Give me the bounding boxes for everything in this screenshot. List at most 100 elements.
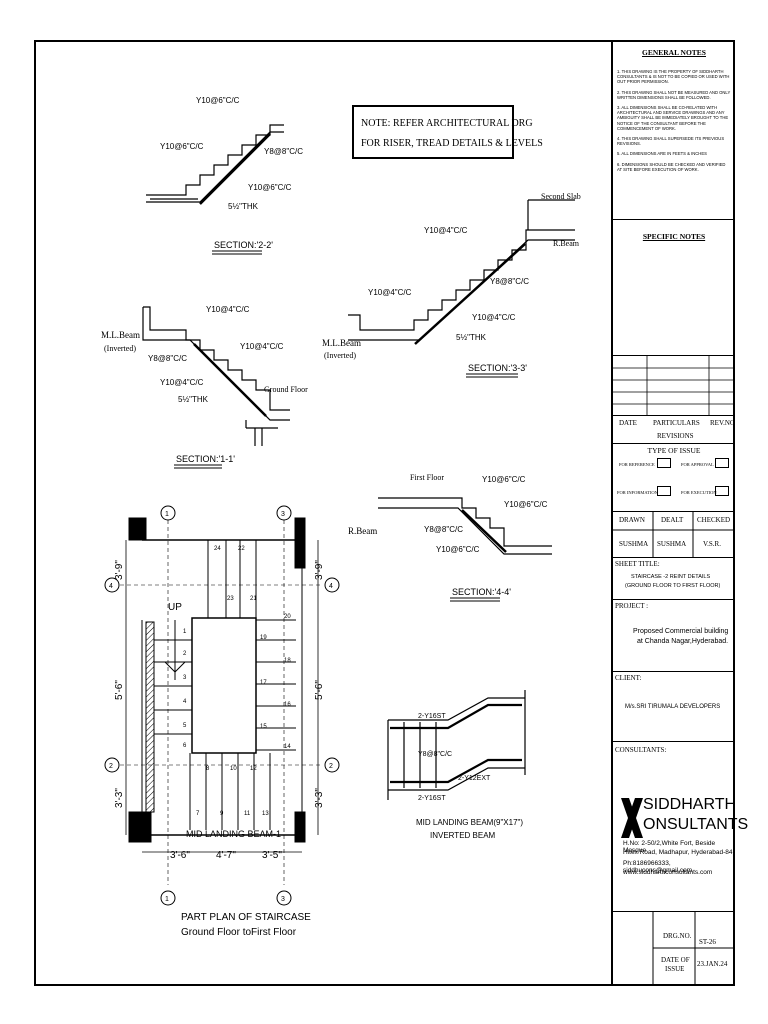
step-numbers: 1 2 3 4 5 6 20 19 18 17 16 15 14 24 23 2…	[183, 546, 291, 817]
drg-date: 23.JAN.24	[697, 960, 728, 968]
general-notes-title: GENERAL NOTES	[642, 48, 706, 57]
issue-reference-checkbox[interactable]	[657, 458, 671, 468]
sec11-ml2: (Inverted)	[104, 344, 136, 353]
beam-title-2: INVERTED BEAM	[430, 831, 496, 840]
section-1-1	[142, 306, 290, 446]
grid-right-2: 2	[329, 763, 333, 770]
consultants-phone: Ph:8186966333, siddhucons@gmail.com	[623, 860, 693, 874]
beam-label-b: Y8@8"C/C	[418, 751, 452, 758]
sec11-thk: 5½"THK	[178, 395, 209, 404]
revision-grid-lines	[613, 356, 735, 416]
grid-bottom-1: 1	[165, 896, 169, 903]
staircase-plan	[104, 505, 340, 906]
plan-dim-mid-left: 5'-6"	[114, 680, 125, 700]
note-line-1: NOTE: REFER ARCHITECTURAL DRG	[361, 118, 533, 129]
step-right-18: 18	[284, 658, 291, 664]
sec44-rbeam: R.Beam	[348, 526, 377, 536]
sec33-label-b: Y10@4"C/C	[368, 288, 412, 297]
general-notes-list: 1. THIS DRAWING IS THE PROPERTY OF SIDDH…	[613, 69, 735, 172]
client-section: CLIENT: M/s.SRI TIRUMALA DEVELOPERS	[613, 672, 735, 742]
step-top-22: 22	[238, 546, 245, 552]
beam-label-c: 2-Y12EXT	[458, 775, 491, 782]
general-note-4: 4. THIS DRAWING SHALL SUPERSEDE ITS PREV…	[617, 136, 725, 147]
sec33-rbeam: R.Beam	[553, 239, 580, 248]
specific-notes-section: SPECIFIC NOTES	[613, 220, 735, 356]
sec44-label-b: Y10@6"C/C	[504, 500, 548, 509]
drg-grid	[652, 912, 735, 984]
step-left-2: 2	[183, 651, 187, 657]
consultants-addr-2: Hitex Road, Madhapur, Hyderabad-84	[623, 849, 733, 856]
project-line2: at Chanda Nagar,Hyderabad.	[637, 638, 729, 645]
consultants-section: CONSULTANTS: SIDDHARTH ONSULTANTS H.No: …	[613, 742, 748, 912]
step-left-5: 5	[183, 723, 187, 729]
plan-title-1: PART PLAN OF STAIRCASE	[181, 912, 311, 923]
issue-approval-checkbox[interactable]	[715, 458, 729, 468]
consultants-name-2: ONSULTANTS	[643, 816, 749, 833]
sheet-title-line1: STAIRCASE -2 REINT DETAILS	[631, 574, 711, 580]
sec22-label-b: Y10@6"C/C	[160, 142, 204, 151]
rev-date: DATE	[619, 419, 637, 427]
rev-particulars: PARTICULARS	[653, 419, 700, 427]
drg-section: DRG.NO. ST-26 DATE OF ISSUE 23.JAN.24	[613, 912, 735, 984]
step-bottom-9: 9	[220, 811, 224, 817]
plan-landing: MID LANDING BEAM-1	[186, 829, 281, 839]
drawn-label: DRAWN	[619, 516, 645, 524]
general-notes-section: GENERAL NOTES 1. THIS DRAWING IS THE PRO…	[613, 40, 735, 220]
plan-dim-w2: 4'-7"	[216, 850, 236, 861]
project-section: PROJECT : Proposed Commercial building a…	[613, 600, 735, 672]
beam-detail	[387, 690, 526, 800]
step-bottom-12: 12	[250, 766, 257, 772]
drg-date-label-1: DATE OF	[661, 956, 690, 964]
consultants-label: CONSULTANTS:	[615, 746, 667, 754]
sec11-label-a: Y10@4"C/C	[206, 305, 250, 314]
sec44-label-d: Y10@6"C/C	[436, 545, 480, 554]
step-right-19: 19	[260, 635, 267, 641]
sec22-thk: 5½"THK	[228, 202, 259, 211]
plan-title-2: Ground Floor toFirst Floor	[181, 927, 297, 938]
project-line1: Proposed Commercial building	[633, 628, 729, 635]
sec11-title: SECTION:'1-1'	[176, 454, 235, 464]
beam-title-1: MID LANDING BEAM(9"X17")	[416, 818, 523, 827]
plan-dim-mid-right: 5'-6"	[314, 680, 325, 700]
step-bottom-11: 11	[244, 811, 251, 817]
sec44-label-a: Y10@6"C/C	[482, 475, 526, 484]
section-3-3	[348, 199, 575, 345]
issue-information-checkbox[interactable]	[657, 486, 671, 496]
rev-no: REV.NO	[710, 419, 735, 427]
step-top-23: 23	[227, 596, 234, 602]
plan-dim-bot-left: 3'-3"	[114, 788, 125, 808]
general-note-6: 6. DIMENSIONS SHOULD BE CHECKED AND VERI…	[617, 161, 726, 172]
sec11-label-d: Y10@4"C/C	[160, 378, 204, 387]
signoff-grid	[613, 512, 735, 558]
issue-reference: FOR REFERENCE	[619, 462, 655, 467]
issue-execution-checkbox[interactable]	[715, 486, 729, 496]
checked-label: CHECKED	[697, 516, 731, 524]
drg-no-label: DRG.NO.	[663, 932, 692, 940]
step-right-20: 20	[284, 614, 291, 620]
consultants-web: www.siddharthconsultants.com	[623, 869, 713, 876]
checked-by: V.S.R.	[703, 540, 721, 548]
revision-grid	[613, 356, 735, 416]
step-bottom-10: 10	[230, 766, 237, 772]
revisions-header: DATE PARTICULARS REV.NO REVISIONS	[613, 416, 735, 444]
step-right-17: 17	[260, 680, 267, 686]
drawing-frame	[34, 40, 735, 986]
type-of-issue-title: TYPE OF ISSUE	[647, 446, 701, 455]
section-4-4	[378, 497, 552, 555]
step-top-24: 24	[214, 546, 221, 552]
step-bottom-7: 7	[196, 811, 200, 817]
grid-left-4: 4	[109, 583, 113, 590]
sec33-label-a: Y10@4"C/C	[424, 226, 468, 235]
dealt-by: SUSHMA	[657, 540, 687, 548]
sheet-title-label: SHEET TITLE:	[615, 560, 660, 568]
step-top-21: 21	[250, 596, 257, 602]
step-right-15: 15	[260, 724, 267, 730]
general-note-5: 5. ALL DIMENSIONS ARE IN FEETS & INCHES	[617, 151, 707, 157]
sec44-ff: First Floor	[410, 473, 444, 482]
signoff-section: DRAWN DEALT CHECKED SUSHMA SUSHMA V.S.R.	[613, 512, 735, 558]
revisions-title: REVISIONS	[657, 432, 694, 440]
siddharth-logo-icon	[621, 798, 643, 838]
section-2-2	[146, 124, 284, 205]
sec44-label-c: Y8@8"C/C	[424, 525, 463, 534]
sec11-label-b: Y8@8"C/C	[148, 354, 187, 363]
